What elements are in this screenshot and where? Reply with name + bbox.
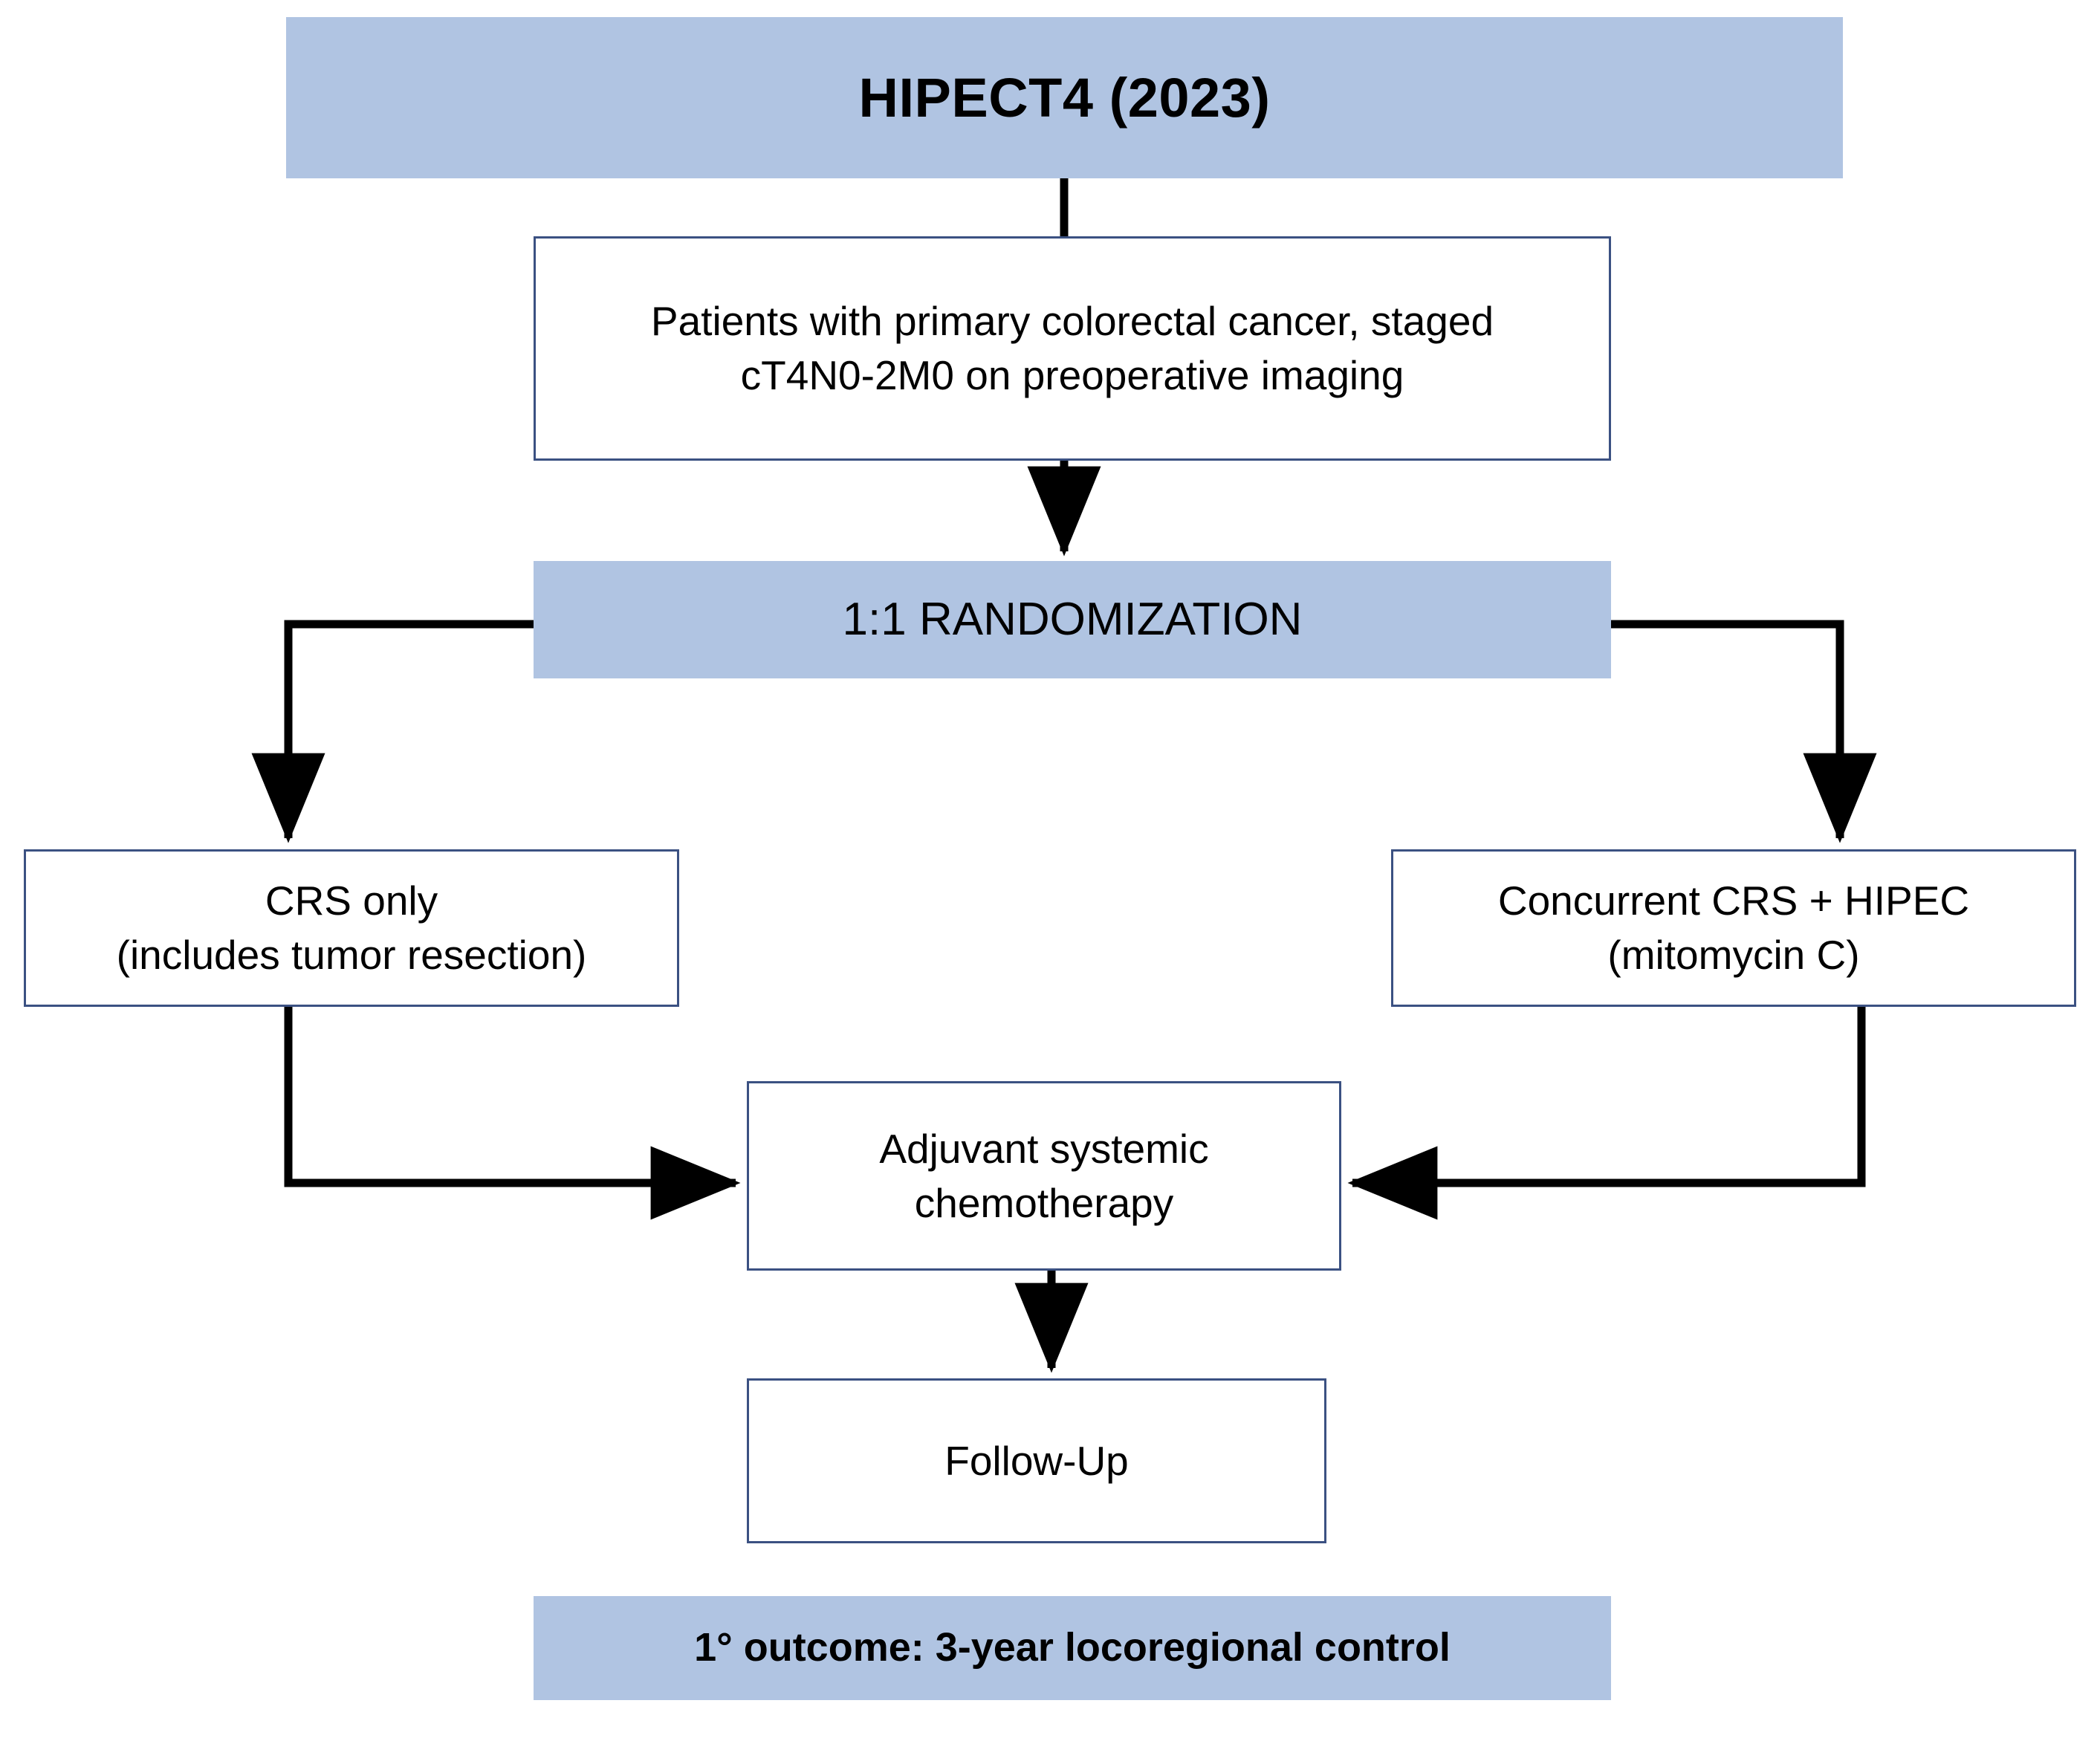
study-title-band: HIPECT4 (2023) xyxy=(286,17,1843,178)
node-arm-experimental-label: Concurrent CRS + HIPEC (mitomycin C) xyxy=(1497,878,1970,978)
node-randomization: 1:1 RANDOMIZATION xyxy=(534,561,1611,678)
node-eligibility: Patients with primary colorectal cancer,… xyxy=(534,236,1611,461)
edge-control-to-chemo xyxy=(284,1007,741,1220)
study-title-text: HIPECT4 (2023) xyxy=(858,66,1271,129)
node-arm-experimental: Concurrent CRS + HIPEC (mitomycin C) xyxy=(1391,849,2076,1007)
node-eligibility-label: Patients with primary colorectal cancer,… xyxy=(650,298,1494,398)
node-arm-control: CRS only (includes tumor resection) xyxy=(24,849,679,1007)
edge-randomization-to-control xyxy=(251,620,534,843)
node-arm-control-label: CRS only (includes tumor resection) xyxy=(116,878,587,978)
primary-outcome-band: 1° outcome: 3-year locoregional control xyxy=(534,1596,1611,1700)
node-adjuvant-chemo-label: Adjuvant systemic chemotherapy xyxy=(879,1125,1209,1226)
node-randomization-label: 1:1 RANDOMIZATION xyxy=(842,594,1303,646)
edge-experimental-to-chemo xyxy=(1347,1007,1866,1220)
node-follow-up-label: Follow-Up xyxy=(944,1437,1129,1484)
node-adjuvant-chemo: Adjuvant systemic chemotherapy xyxy=(747,1081,1341,1271)
node-follow-up: Follow-Up xyxy=(747,1378,1326,1543)
primary-outcome-text: 1° outcome: 3-year locoregional control xyxy=(694,1625,1451,1670)
edge-randomization-to-experimental xyxy=(1611,620,1877,843)
